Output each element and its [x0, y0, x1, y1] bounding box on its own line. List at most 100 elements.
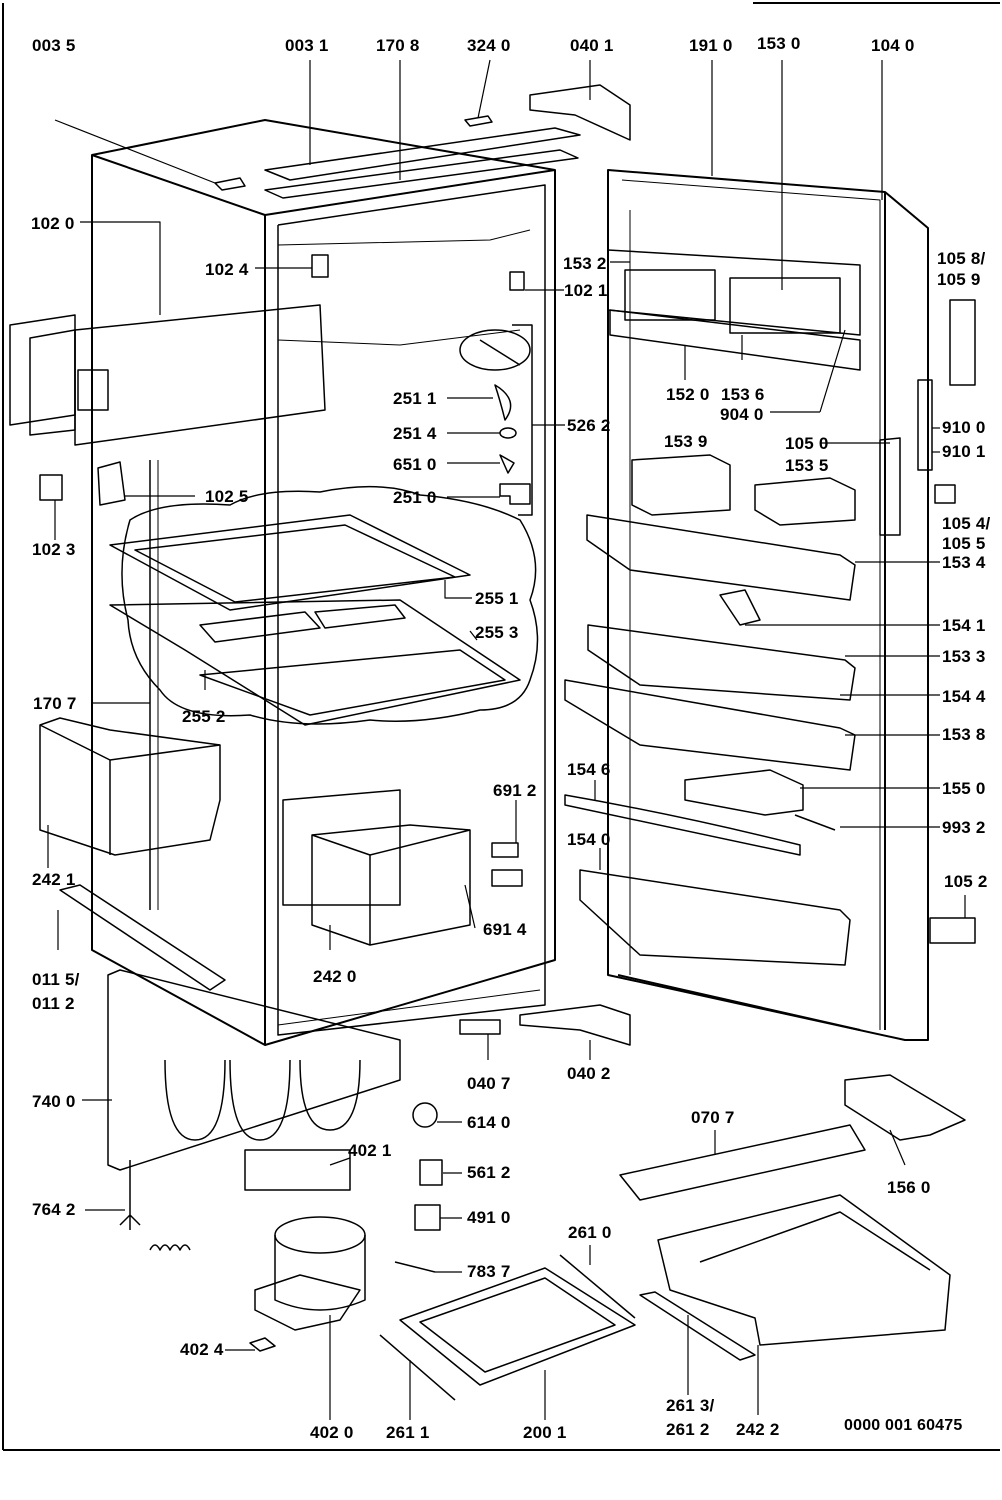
dairy-compartment-1532	[607, 249, 861, 371]
switch-6914	[491, 869, 523, 887]
part-label: 170 8	[376, 36, 420, 55]
part-label: 070 7	[691, 1108, 735, 1127]
part-label: 153 5	[785, 456, 829, 475]
part-label: 154 1	[942, 616, 986, 635]
part-label: 156 0	[887, 1178, 931, 1197]
condenser-7400	[107, 969, 401, 1171]
part-label: 104 0	[871, 36, 915, 55]
part-label: 651 0	[393, 455, 437, 474]
part-label: 740 0	[32, 1092, 76, 1111]
screw-1054	[934, 484, 956, 504]
compressor-4020	[254, 1216, 366, 1331]
part-label: 153 4	[942, 553, 986, 572]
part-label: 191 0	[689, 36, 733, 55]
cover-4910	[414, 1204, 441, 1231]
door-clip-1021	[509, 271, 525, 291]
thermostat-parts	[459, 324, 533, 516]
part-label: 154 6	[567, 760, 611, 779]
shelf-cloud-outline	[121, 485, 539, 725]
part-label: 105 4/	[942, 514, 991, 533]
clip-4024	[249, 1337, 276, 1352]
drawer-2001	[379, 1254, 636, 1401]
plate-0407	[459, 1019, 501, 1035]
part-label: 105 5	[942, 534, 986, 553]
part-label: 261 0	[568, 1223, 612, 1242]
part-label: 904 0	[720, 405, 764, 424]
relay-6140	[412, 1102, 438, 1128]
capillary-7642	[119, 1160, 141, 1230]
part-label: 526 2	[567, 416, 611, 435]
shelf-1546	[564, 794, 801, 856]
part-label: 402 4	[180, 1340, 224, 1359]
part-label: 255 1	[475, 589, 519, 608]
glass-shelf-upper	[109, 514, 471, 611]
part-label: 011 2	[32, 994, 75, 1013]
part-label: 261 3/	[666, 1396, 715, 1415]
part-label: 324 0	[467, 36, 511, 55]
part-label: 152 0	[666, 385, 710, 404]
light-6912	[491, 842, 519, 858]
part-label: 402 1	[348, 1141, 392, 1160]
top-clip-2	[464, 115, 493, 127]
part-label: 105 8/	[937, 249, 986, 268]
door-bin-1533	[587, 624, 856, 701]
part-label: 102 0	[31, 214, 75, 233]
part-label: 491 0	[467, 1208, 511, 1227]
bottom-rail-0115	[59, 884, 226, 991]
rail-2613	[639, 1291, 756, 1361]
part-label: 155 0	[942, 779, 986, 798]
crisper-2421	[39, 717, 221, 856]
drawer-2422	[657, 1194, 951, 1346]
hinge-0402	[519, 1004, 631, 1046]
part-label: 011 5/	[32, 970, 80, 989]
egg-tray-1539	[631, 454, 731, 516]
tray-1535	[754, 477, 856, 526]
document-number: 0000 001 60475	[844, 1417, 963, 1434]
part-label: 614 0	[467, 1113, 511, 1132]
part-label: 153 6	[721, 385, 765, 404]
gasket-strip-1050	[879, 437, 901, 536]
part-label: 102 3	[32, 540, 76, 559]
hinge-1052	[929, 917, 976, 944]
sensor-9932	[794, 814, 836, 831]
part-label: 200 1	[523, 1423, 567, 1442]
part-label: 105 9	[937, 270, 981, 289]
part-label: 242 2	[736, 1420, 780, 1439]
part-label: 153 3	[942, 647, 986, 666]
door-bin-1538	[564, 679, 856, 771]
hinge-cover-1058	[949, 299, 976, 386]
part-label: 251 0	[393, 488, 437, 507]
part-label: 102 1	[564, 281, 608, 300]
part-label: 910 1	[942, 442, 986, 461]
cover-0707	[619, 1124, 866, 1201]
part-label: 040 7	[467, 1074, 511, 1093]
part-label: 993 2	[942, 818, 986, 837]
part-label: 561 2	[467, 1163, 511, 1182]
door-bin-1534	[586, 514, 856, 601]
part-label: 242 0	[313, 967, 357, 986]
crisper-2420	[282, 789, 471, 946]
part-label: 255 3	[475, 623, 519, 642]
top-clip	[214, 177, 246, 191]
part-label: 242 1	[32, 870, 76, 889]
leader-lines	[47, 59, 966, 1420]
part-label: 251 4	[393, 424, 437, 443]
part-label: 153 8	[942, 725, 986, 744]
part-label: 153 2	[563, 254, 607, 273]
egg-holder-1550	[684, 769, 804, 816]
part-label: 153 0	[757, 34, 801, 53]
part-label: 170 7	[33, 694, 77, 713]
part-label: 003 5	[32, 36, 76, 55]
part-label: 255 2	[182, 707, 226, 726]
door-bin-1540	[579, 869, 851, 966]
pin-7837	[394, 1261, 436, 1273]
part-label: 105 2	[944, 872, 988, 891]
freezer-door	[9, 304, 326, 446]
part-label: 910 0	[942, 418, 986, 437]
hinge-1023	[39, 474, 63, 501]
clip-1541	[719, 589, 761, 626]
ice-tray-1560	[844, 1074, 966, 1141]
part-label: 261 2	[666, 1420, 710, 1439]
